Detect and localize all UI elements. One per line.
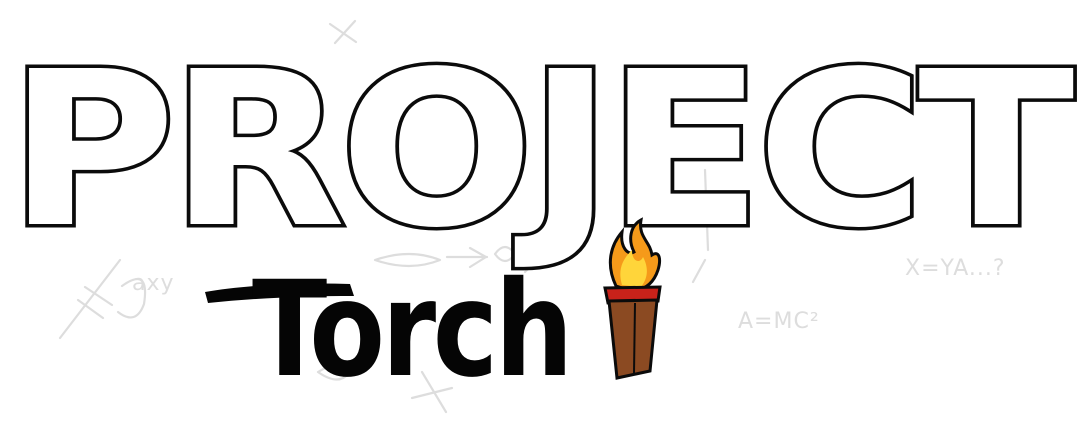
subtitle-brush-stroke [205,283,354,303]
torch-handle [607,298,659,380]
doodle-note-xya: X=YA...? [905,256,1006,281]
logo-subtitle: Torch [252,253,570,407]
torch-grain-line [633,302,636,374]
doodle-note-emc2: A=MC² [738,309,820,334]
doodle-sketch-low [316,365,454,414]
logo-title: PROJECT [8,26,1073,275]
doodle-sketch-right [691,168,710,284]
torch-icon [603,217,662,380]
doodle-sketch-right-top [328,19,358,45]
doodle-sketch-left [58,258,147,340]
background-doodles: axy A=MC² X=YA...? [58,19,1006,414]
doodle-note-axy: axy [132,271,175,296]
doodle-sketch-middle [373,240,568,274]
torch-flame-inner [620,250,647,287]
